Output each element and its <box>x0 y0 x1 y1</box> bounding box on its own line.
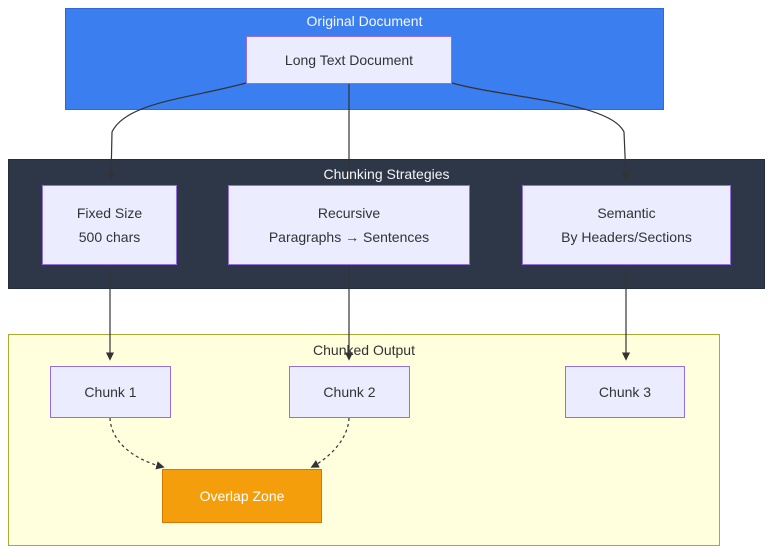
original-document-title: Original Document <box>306 13 423 29</box>
node-chunk-2-label: Chunk 2 <box>323 384 376 400</box>
node-chunk-1: Chunk 1 <box>50 366 171 418</box>
node-long-text-label: Long Text Document <box>284 52 414 68</box>
node-overlap-zone-label: Overlap Zone <box>199 488 285 504</box>
node-fixed-size-line1: Fixed Size <box>76 205 143 221</box>
node-recursive: Recursive Paragraphs → Sentences <box>228 185 470 265</box>
node-chunk-1-label: Chunk 1 <box>84 384 137 400</box>
node-fixed-size: Fixed Size 500 chars <box>42 185 177 265</box>
node-semantic-line2: By Headers/Sections <box>561 229 692 245</box>
node-chunk-3: Chunk 3 <box>565 366 685 418</box>
node-fixed-size-line2: 500 chars <box>78 229 141 245</box>
node-overlap-zone: Overlap Zone <box>162 469 322 523</box>
node-recursive-line1: Recursive <box>317 205 381 221</box>
chunked-output-title: Chunked Output <box>313 342 415 358</box>
chunking-strategies-title: Chunking Strategies <box>323 166 450 182</box>
node-long-text-document: Long Text Document <box>246 36 452 84</box>
node-semantic: Semantic By Headers/Sections <box>522 185 731 265</box>
node-recursive-line2: Paragraphs → Sentences <box>268 229 430 245</box>
node-chunk-3-label: Chunk 3 <box>598 384 652 400</box>
node-semantic-line1: Semantic <box>597 205 656 221</box>
node-chunk-2: Chunk 2 <box>289 366 410 418</box>
